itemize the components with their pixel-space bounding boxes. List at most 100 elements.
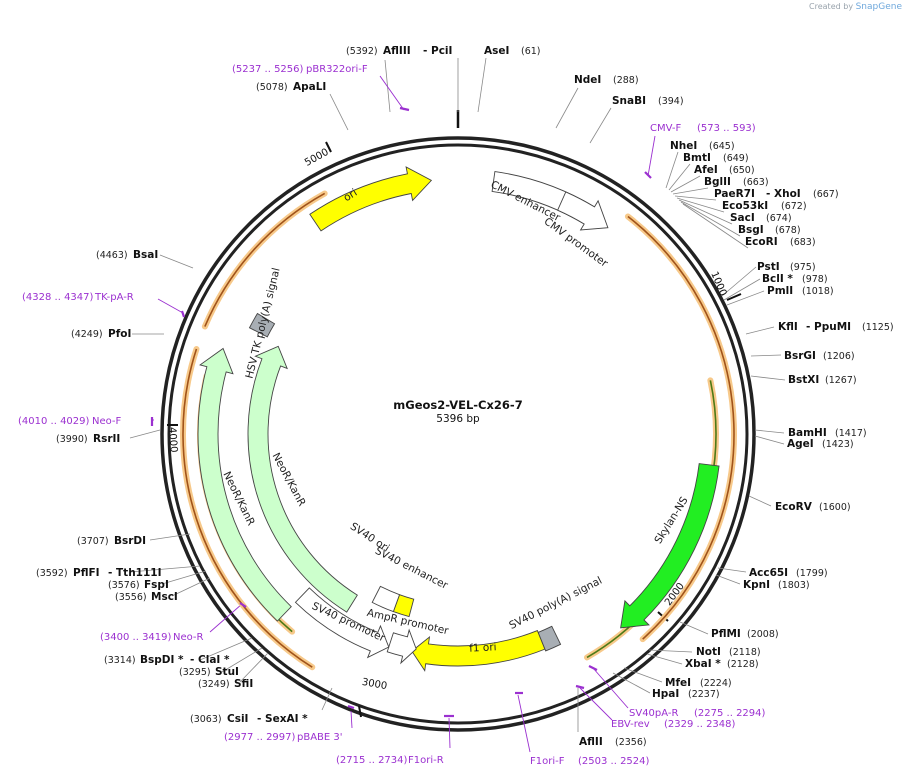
leader-line-7 — [672, 187, 709, 195]
enzyme-rsrii: RsrII — [93, 433, 120, 445]
enzyme-csii-pos: (3063) — [190, 714, 222, 725]
enzyme-afliii: AflIII — [383, 45, 411, 57]
tick-mark-0 — [726, 293, 742, 301]
primer-pbr322ori-f-pos: (5237 .. 5256) — [232, 64, 304, 75]
enzyme-afei: AfeI — [694, 164, 718, 176]
enzyme-afei-pos: (650) — [729, 165, 755, 176]
leader-line-12 — [682, 203, 749, 249]
enzyme-snabi: SnaBI — [612, 95, 646, 107]
enzyme-bamhi: BamHI — [788, 427, 827, 439]
leader-line-17 — [750, 354, 782, 357]
enzyme-bsai: BsaI — [133, 249, 158, 261]
feature-arrows — [197, 166, 720, 672]
leader-line-36 — [129, 565, 201, 573]
enzyme-fspi: FspI — [144, 579, 169, 591]
enzyme-bstxi: BstXI — [788, 374, 819, 386]
enzyme-bsrgi-pos: (1206) — [823, 351, 855, 362]
enzyme-stui-pos: (3295) — [179, 667, 211, 678]
primer-cmv-f-pos: (573 .. 593) — [697, 123, 756, 134]
feature-label-sv40-polya: SV40 poly(A) signal — [507, 575, 604, 632]
primer-mark-7 — [239, 602, 247, 608]
enzyme-psti: PstI — [757, 261, 780, 273]
enzyme-bsrdi: BsrDI — [114, 535, 146, 547]
enzyme-mfei-pos: (2224) — [700, 678, 732, 689]
leader-line-15 — [726, 290, 765, 306]
enzyme-paer7i-pos: (667) — [813, 189, 839, 200]
enzyme-hpai: HpaI — [652, 688, 679, 700]
leader-line-16 — [745, 326, 775, 335]
enzyme-bglii-pos: (663) — [743, 177, 769, 188]
tick-label-3000: 3000 — [361, 677, 388, 692]
feature-arrow-skylan-ns — [620, 463, 720, 629]
enzyme-snabi-pos: (394) — [658, 96, 684, 107]
leader-line-5 — [668, 163, 691, 191]
enzyme-afliii-pos: (5392) — [346, 46, 378, 57]
enzyme-agei-pos: (1423) — [822, 439, 854, 450]
primer-leader-7 — [209, 603, 243, 633]
enzyme-csii: CsiI — [227, 713, 248, 725]
enzyme-msci-pos: (3556) — [115, 592, 147, 603]
enzyme-aflii: AflII — [579, 736, 603, 748]
enzyme-agei: AgeI — [787, 438, 814, 450]
primer-mark-9 — [180, 310, 186, 318]
enzyme-saci-pos: (674) — [766, 213, 792, 224]
primer-mark-1 — [644, 171, 652, 179]
enzyme-bmti-pos: (649) — [723, 153, 749, 164]
leader-line-2 — [555, 87, 579, 129]
leader-line-20 — [754, 435, 785, 445]
feature-arrow-sv40-promoter — [294, 587, 390, 659]
leader-line-40 — [159, 254, 194, 269]
leader-lines — [129, 57, 786, 753]
position-ticks — [167, 141, 742, 718]
leader-line-34 — [171, 577, 211, 597]
leader-line-13 — [721, 266, 757, 297]
enzyme-ecori: EcoRI — [745, 236, 778, 248]
plasmid-name: mGeos2-VEL-Cx26-7 — [393, 398, 522, 412]
enzyme-fspi-pos: (3576) — [108, 580, 140, 591]
enzyme-ndei-pos: (288) — [613, 75, 639, 86]
enzyme-bcli: BclI * — [762, 273, 793, 285]
primer-mark-2 — [588, 665, 598, 671]
enzyme-kpni-pos: (1803) — [778, 580, 810, 591]
primer-neo-r: Neo-R — [173, 632, 204, 643]
enzyme-pmli-pos: (1018) — [802, 286, 834, 297]
primer-leader-3 — [579, 687, 613, 721]
primer-leader-9 — [157, 298, 184, 314]
feature-arrow-sv40-enhancer — [371, 585, 401, 613]
orf-tk-region-line — [204, 192, 326, 327]
enzyme-saci: SacI — [730, 212, 755, 224]
leader-line-14 — [723, 278, 761, 301]
enzyme-noti-pos: (2118) — [729, 647, 761, 658]
enzyme-bcli-pos: (978) — [802, 274, 828, 285]
leader-line-38 — [129, 429, 161, 439]
enzyme-bstxi-pos: (1267) — [825, 375, 857, 386]
enzyme-ecorv-pos: (1600) — [819, 502, 851, 513]
enzyme-asei-pos: (61) — [521, 46, 541, 57]
enzyme-tth111i: - Tth111I — [108, 567, 162, 579]
tick-mark-4 — [325, 141, 332, 153]
leader-line-9 — [676, 197, 725, 213]
enzyme-bamhi-pos: (1417) — [835, 428, 867, 439]
plasmid-size: 5396 bp — [436, 413, 480, 425]
enzyme-hpai-pos: (2237) — [688, 689, 720, 700]
feature-arrow-sv40-polya — [537, 625, 562, 652]
primer-pbabe3: pBABE 3' — [297, 732, 343, 743]
enzyme-pflmi-pos: (2008) — [747, 629, 779, 640]
primer-mark-3 — [575, 684, 585, 690]
enzyme-ecori-pos: (683) — [790, 237, 816, 248]
enzyme-pflmi: PflMI — [711, 628, 741, 640]
leader-line-35 — [161, 570, 207, 585]
leader-line-32 — [221, 647, 263, 673]
tick-mark-2 — [358, 705, 362, 718]
primer-ebv-rev-pos: (2329 .. 2348) — [664, 719, 736, 730]
enzyme-bsgi: BsgI — [738, 224, 764, 236]
leader-line-23 — [715, 574, 741, 585]
enzyme-ecorv: EcoRV — [775, 501, 813, 513]
primer-neo-r-pos: (3400 .. 3419) — [100, 632, 172, 643]
leader-line-6 — [670, 175, 701, 193]
feature-label-sv40-enhancer: SV40 enhancer — [373, 545, 450, 592]
enzyme-pfoi-pos: (4249) — [71, 329, 103, 340]
enzyme-kfli: KflI — [778, 321, 798, 333]
primer-leader-5 — [448, 717, 451, 749]
leader-line-11 — [680, 201, 741, 237]
